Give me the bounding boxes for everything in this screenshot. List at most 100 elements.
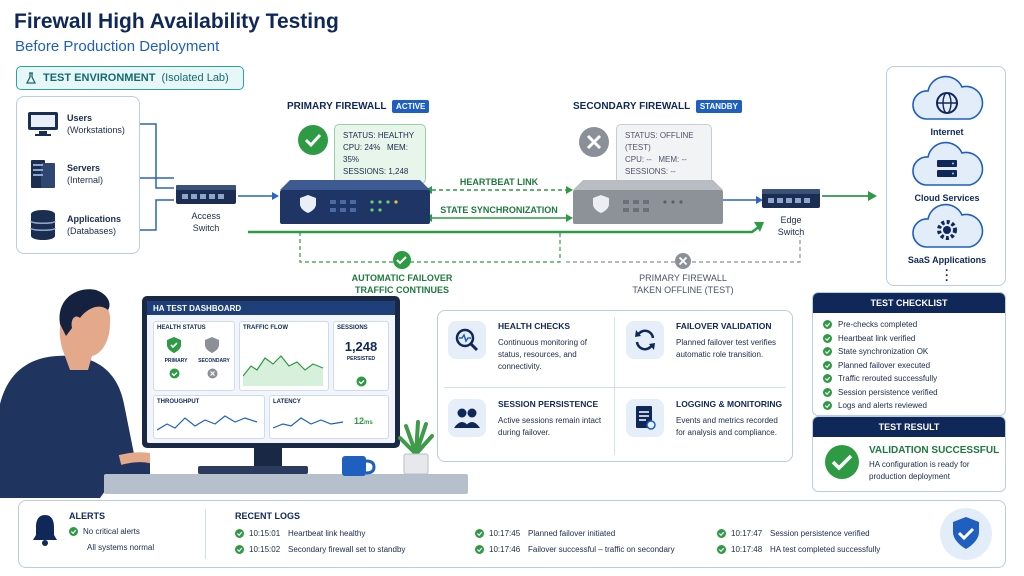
- checklist-item: Session persistence verified: [813, 386, 1005, 400]
- standby-badge: STANDBY: [695, 100, 742, 113]
- more-dots-icon: ···: [945, 263, 949, 287]
- coffee-mug-icon: [342, 456, 376, 476]
- check-icon: [823, 320, 832, 330]
- feature-desc: Continuous monitoring of status, resourc…: [498, 338, 587, 371]
- environment-label: TEST ENVIRONMENT: [43, 72, 156, 84]
- refresh-icon: [626, 321, 664, 359]
- success-check-icon: [825, 445, 859, 479]
- check-icon: [823, 387, 832, 397]
- secondary-sessions: SESSIONS: --: [625, 167, 676, 176]
- shield-check-icon: [167, 337, 181, 353]
- gear-icon: [937, 220, 957, 240]
- dashboard-title: HA TEST DASHBOARD: [147, 301, 395, 315]
- offline-note: PRIMARY FIREWALL TAKEN OFFLINE (TEST): [610, 272, 756, 296]
- health-status-label: HEALTH STATUS: [157, 325, 206, 331]
- secondary-status-box: STATUS: OFFLINE (TEST) CPU: -- MEM: -- S…: [616, 124, 712, 184]
- destination-saas: SaaS Applications ···: [887, 203, 1007, 287]
- check-icon: [475, 545, 484, 554]
- destination-internet: Internet: [887, 75, 1007, 137]
- source-applications: Applications(Databases): [27, 209, 121, 241]
- divider: [614, 317, 615, 455]
- feature-title: HEALTH CHECKS: [498, 321, 571, 331]
- shield-icon: [593, 195, 609, 213]
- check-icon: [235, 545, 244, 554]
- secondary-firewall-appliance: [573, 180, 723, 224]
- checklist-title: TEST CHECKLIST: [813, 293, 1005, 313]
- log-time: 10:17:48: [731, 545, 763, 554]
- shield-icon: [300, 195, 316, 213]
- network-connections: [140, 123, 877, 263]
- access-switch: [176, 184, 236, 211]
- log-entry: 10:17:47 Session persistence verified: [717, 529, 870, 538]
- feature-logging-monitoring: LOGGING & MONITORING Events and metrics …: [618, 393, 788, 463]
- secondary-offline-x-icon: [579, 127, 609, 157]
- check-icon: [823, 333, 832, 343]
- feature-session-persistence: SESSION PERSISTENCE Active sessions rema…: [440, 393, 610, 463]
- latency-label: LATENCY: [273, 399, 301, 405]
- source-name: Users: [67, 113, 93, 123]
- test-checklist-panel: TEST CHECKLIST Pre-checks completed Hear…: [812, 292, 1006, 416]
- access-switch-label: Access Switch: [191, 211, 221, 233]
- destination-name: SaaS Applications: [907, 255, 987, 265]
- offline-x-icon: [675, 253, 691, 269]
- persisted-ok-icon: [356, 376, 367, 387]
- server-icon: [937, 160, 957, 167]
- server-icon: [31, 160, 55, 188]
- checklist-item: Logs and alerts reviewed: [813, 399, 1005, 413]
- checklist-item-label: Logs and alerts reviewed: [838, 401, 927, 411]
- bell-icon: [33, 515, 57, 546]
- monitor-stand: [254, 448, 282, 470]
- traffic-flow-tile: TRAFFIC FLOW: [239, 321, 329, 391]
- checklist-item-label: Traffic rerouted successfully: [838, 374, 938, 384]
- log-time: 10:17:47: [731, 529, 763, 538]
- log-time: 10:17:46: [489, 545, 521, 554]
- secondary-mem: MEM: --: [658, 155, 687, 164]
- features-panel: HEALTH CHECKS Continuous monitoring of s…: [437, 310, 793, 462]
- checklist-item: Pre-checks completed: [813, 318, 1005, 332]
- primary-status: STATUS: HEALTHY: [343, 131, 415, 140]
- latency-sparkline: [273, 417, 344, 429]
- source-desc: (Databases): [67, 226, 117, 236]
- feature-desc: Events and metrics recorded for analysis…: [676, 416, 778, 437]
- logs-title: RECENT LOGS: [235, 511, 301, 521]
- secondary-x-icon: [207, 368, 218, 379]
- log-time: 10:15:02: [249, 545, 281, 554]
- failover-note: AUTOMATIC FAILOVER TRAFFIC CONTINUES: [330, 272, 474, 296]
- primary-sessions: SESSIONS: 1,248: [343, 167, 409, 176]
- destination-name: Cloud Services: [914, 193, 980, 203]
- feature-title: FAILOVER VALIDATION: [676, 321, 772, 331]
- shield-check-icon: [940, 508, 992, 560]
- log-message: HA test completed successfully: [770, 545, 881, 554]
- log-message: Session persistence verified: [770, 529, 870, 538]
- check-icon: [823, 401, 832, 411]
- feature-health-checks: HEALTH CHECKS Continuous monitoring of s…: [440, 315, 610, 385]
- active-badge: ACTIVE: [392, 100, 430, 113]
- persisted-label: PERSISTED: [346, 356, 376, 362]
- source-servers: Servers(Internal): [27, 159, 103, 189]
- latency-tile: LATENCY 12ms: [269, 395, 389, 439]
- database-icon: [30, 210, 56, 240]
- source-users: Users(Workstations): [27, 111, 125, 137]
- alerts-line-1: No critical alerts: [83, 527, 140, 536]
- log-message: Secondary firewall set to standby: [288, 545, 406, 554]
- traffic-flow-label: TRAFFIC FLOW: [243, 325, 288, 331]
- sessions-value: 1,248: [344, 339, 378, 354]
- primary-firewall-appliance: [280, 180, 430, 224]
- check-icon: [235, 529, 244, 538]
- check-icon: [823, 360, 832, 370]
- secondary-status: STATUS: OFFLINE (TEST): [625, 131, 694, 152]
- desk: [104, 474, 468, 494]
- keyboard: [198, 466, 308, 474]
- feature-failover-validation: FAILOVER VALIDATION Planned failover tes…: [618, 315, 788, 385]
- test-environment-badge: TEST ENVIRONMENT (Isolated Lab): [16, 66, 244, 90]
- latency-value: 12: [354, 416, 365, 426]
- checklist-item-label: State synchronization OK: [838, 347, 929, 357]
- check-icon: [69, 527, 78, 536]
- edge-switch-label: Edge Switch: [777, 215, 805, 237]
- log-entry: 10:15:02 Secondary firewall set to standb…: [235, 545, 405, 554]
- page-subtitle: Before Production Deployment: [15, 38, 220, 55]
- log-entry: 10:17:48 HA test completed successfully: [717, 545, 880, 554]
- log-time: 10:15:01: [249, 529, 281, 538]
- plant-icon: [398, 420, 434, 475]
- result-detail: HA configuration is ready for production…: [869, 460, 970, 481]
